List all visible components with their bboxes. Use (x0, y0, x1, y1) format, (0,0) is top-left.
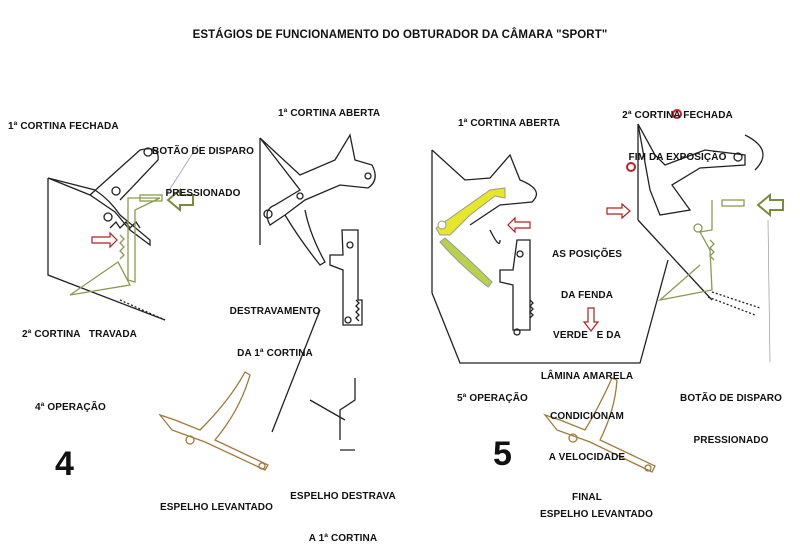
red-circle-marker (672, 109, 682, 119)
stage4-open-mechanism (259, 133, 376, 451)
label-line: FIM DA EXPOSIÇÃO (628, 152, 727, 163)
yellow-blade (435, 187, 506, 288)
label-mirror-release: ESPELHO DESTRAVA A 1ª CORTINA (287, 462, 399, 554)
stage-number-5: 5 (493, 435, 513, 473)
label-operation-4: 4ª OPERAÇÃO (35, 402, 106, 413)
red-arrow-right-icon (606, 202, 631, 220)
label-line: BOTÃO DE DISPARO (680, 393, 782, 404)
stage5-closed-mechanism (637, 123, 764, 316)
label-first-curtain-open-5: 1ª CORTINA ABERTA (458, 118, 561, 129)
label-line: ESPELHO DESTRAVA (290, 491, 396, 502)
red-arrow-icon (91, 231, 118, 249)
label-line: PRESSIONADO (165, 188, 241, 199)
label-line: PRESSIONADO (693, 435, 769, 446)
label-mirror-raised-4: ESPELHO LEVANTADO (160, 502, 274, 513)
red-arrow-left-icon (507, 216, 531, 234)
note-line: LÂMINA AMARELA (540, 370, 634, 382)
stage5-frame (431, 149, 669, 364)
green-arrow-icon (166, 187, 194, 213)
diagram-title: ESTÁGIOS DE FUNCIONAMENTO DO OBTURADOR D… (192, 29, 608, 41)
note-line: AS POSIÇÕES (551, 249, 622, 260)
label-release-button-5: BOTÃO DE DISPARO PRESSIONADO (675, 364, 787, 476)
speed-note: AS POSIÇÕES DA FENDA VERDE E DA LÂMINA A… (537, 221, 637, 532)
stage-number-4: 4 (55, 445, 75, 483)
note-line: FINAL (572, 492, 602, 503)
label-line: DESTRAVAMENTO (229, 306, 321, 317)
label-mirror-raised-5: ESPELHO LEVANTADO (540, 509, 654, 520)
stage5-green-release (657, 199, 745, 302)
red-circle-marker (626, 162, 636, 172)
note-line: A VELOCIDADE (548, 451, 626, 463)
note-line: CONDICIONAM (550, 411, 624, 422)
label-first-curtain-open-4: 1ª CORTINA ABERTA (278, 108, 381, 119)
stage5-mirror (543, 377, 656, 473)
label-line: 2ª CORTINA FECHADA (622, 110, 733, 121)
stage4-mirror (158, 371, 269, 471)
note-line: DA FENDA (560, 289, 614, 301)
label-second-curtain-locked: 2ª CORTINA TRAVADA (22, 329, 137, 340)
label-second-curtain-closed: 2ª CORTINA FECHADA FIM DA EXPOSIÇÃO (615, 81, 740, 193)
green-arrow-icon (756, 192, 784, 218)
note-line: VERDE E DA (553, 330, 621, 341)
label-release-button-4: BOTÃO DE DISPARO PRESSIONADO (148, 117, 258, 229)
label-operation-5: 5ª OPERAÇÃO (457, 393, 528, 404)
label-line: DA 1ª CORTINA (237, 348, 313, 359)
label-first-curtain-closed: 1ª CORTINA FECHADA (8, 121, 119, 132)
label-line: BOTÃO DE DISPARO (152, 146, 254, 157)
red-arrow-down-icon (582, 307, 600, 332)
label-unlock-first-curtain: DESTRAVAMENTO DA 1ª CORTINA (225, 277, 325, 389)
stage4-green-release (69, 194, 163, 296)
label-line: A 1ª CORTINA (308, 533, 378, 544)
